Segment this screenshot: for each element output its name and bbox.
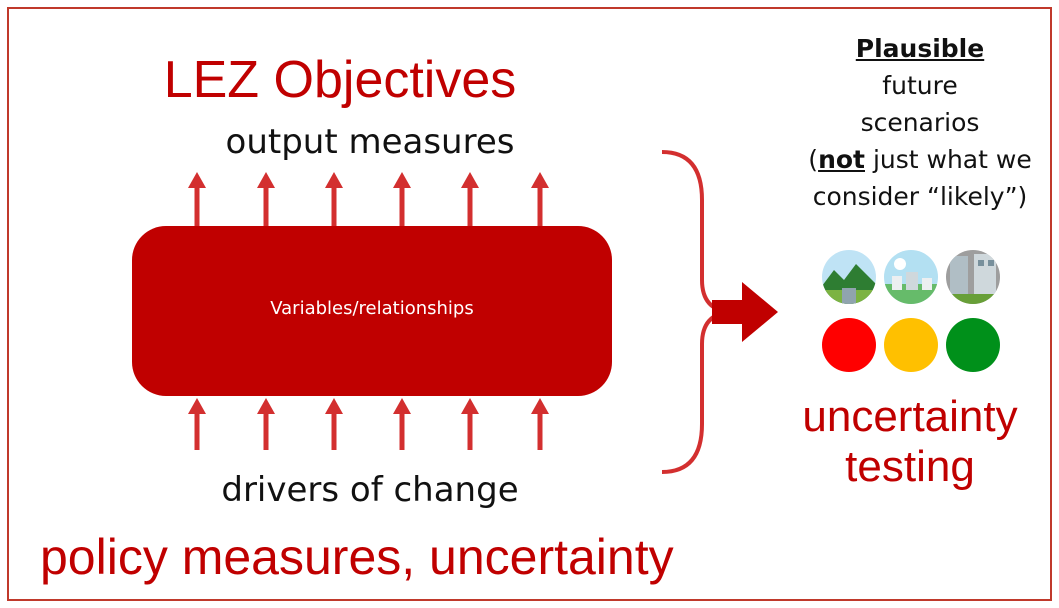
satellite-city-scenario-image: [884, 250, 938, 304]
driver-arrow-up-icon: [531, 398, 549, 450]
landscape-scenario-image: [822, 250, 876, 304]
output-arrow-up-icon: [188, 172, 206, 226]
output-arrow-up-icon: [393, 172, 411, 226]
variables-box-label: Variables/relationships: [270, 298, 474, 319]
drivers-of-change-label: drivers of change: [221, 470, 519, 510]
scenarios-line: scenarios: [860, 108, 980, 137]
uncertainty-testing-label: uncertainty testing: [760, 392, 1059, 492]
testing-word: testing: [845, 442, 975, 491]
driver-arrow-up-icon: [257, 398, 275, 450]
output-measures-label: output measures: [225, 122, 515, 162]
driver-arrows: [188, 398, 549, 450]
right-arrow-icon: [712, 282, 778, 342]
future-line: future: [882, 71, 958, 100]
diagram-title: LEZ Objectives: [163, 51, 517, 109]
driver-arrow-up-icon: [325, 398, 343, 450]
consider-likely-line: consider “likely”): [812, 182, 1028, 211]
open-paren: (: [808, 145, 819, 174]
policy-measures-label: policy measures, uncertainty: [40, 529, 674, 585]
red-light-icon: [822, 318, 876, 372]
amber-light-icon: [884, 318, 938, 372]
traffic-lights: [822, 318, 1002, 374]
output-arrow-up-icon: [531, 172, 549, 226]
green-light-icon: [946, 318, 1000, 372]
just-what-we-text: just what we: [865, 145, 1032, 174]
output-arrow-up-icon: [257, 172, 275, 226]
not-emphasis: not: [818, 145, 865, 174]
driver-arrow-up-icon: [393, 398, 411, 450]
scenario-description: Plausible future scenarios (not just wha…: [780, 30, 1059, 215]
slide-frame: [7, 7, 1052, 601]
output-arrow-up-icon: [461, 172, 479, 226]
driver-arrow-up-icon: [461, 398, 479, 450]
variables-box: Variables/relationships: [132, 226, 612, 396]
urban-street-scenario-image: [946, 250, 1000, 304]
driver-arrow-up-icon: [188, 398, 206, 450]
uncertainty-word: uncertainty: [802, 392, 1018, 441]
not-just-line: (not just what we: [780, 141, 1059, 178]
scenario-thumbnails: [822, 250, 1002, 306]
output-arrow-up-icon: [325, 172, 343, 226]
plausible-heading: Plausible: [855, 34, 985, 63]
output-arrows: [188, 172, 549, 226]
